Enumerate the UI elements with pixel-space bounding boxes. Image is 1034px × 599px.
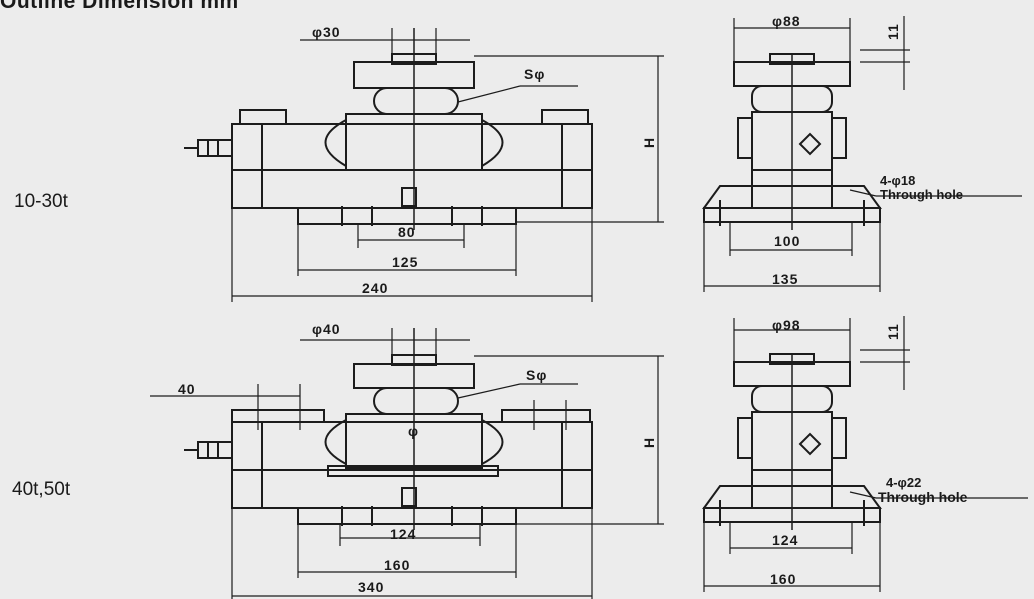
side-dim-135: 135 bbox=[772, 271, 799, 287]
sensor-body bbox=[231, 123, 593, 209]
front-view-bottom bbox=[150, 328, 664, 599]
cable-connector bbox=[197, 139, 233, 157]
top-dia-label-2: φ40 bbox=[312, 321, 341, 337]
side-top-dia-label-2: φ98 bbox=[772, 317, 801, 333]
hole-spec-label-2: 4-φ22 bbox=[886, 475, 922, 490]
side-thickness-label: 11 bbox=[885, 23, 901, 40]
rocker-sphere bbox=[373, 87, 459, 115]
side-base-plate bbox=[703, 207, 881, 223]
sphere-label: Sφ bbox=[524, 66, 546, 82]
center-mark-label: φ bbox=[408, 423, 420, 439]
hole-spec-label: 4-φ18 bbox=[880, 173, 916, 188]
dim-80: 80 bbox=[398, 224, 416, 240]
left-bulge bbox=[324, 119, 347, 167]
side-view-top bbox=[702, 16, 1022, 292]
drawing-title: Outline Dimension mm bbox=[0, 0, 239, 13]
side-dim-100: 100 bbox=[774, 233, 801, 249]
dim-160: 160 bbox=[384, 557, 411, 573]
hole-note-label: Through hole bbox=[880, 187, 964, 202]
dim-340: 340 bbox=[358, 579, 385, 595]
range-label-bottom: 40t,50t bbox=[12, 479, 71, 500]
hole-note-label-2: Through hole bbox=[878, 489, 968, 505]
front-view-top bbox=[184, 28, 664, 302]
dim-125: 125 bbox=[392, 254, 419, 270]
offset-40-label: 40 bbox=[178, 381, 196, 397]
left-lug bbox=[239, 109, 287, 125]
range-label-top: 10-30t bbox=[14, 191, 68, 212]
right-bulge bbox=[481, 119, 504, 167]
height-label-2: H bbox=[641, 436, 657, 448]
dim-240: 240 bbox=[362, 280, 389, 296]
dim-124: 124 bbox=[390, 526, 417, 542]
top-dia-label: φ30 bbox=[312, 24, 341, 40]
side-thickness-label-2: 11 bbox=[885, 323, 901, 340]
center-pin bbox=[401, 187, 417, 207]
right-lug bbox=[541, 109, 589, 125]
sphere-label-2: Sφ bbox=[526, 367, 548, 383]
side-dim-124: 124 bbox=[772, 532, 799, 548]
height-label: H bbox=[641, 136, 657, 148]
side-top-dia-label: φ88 bbox=[772, 13, 801, 29]
side-dim-160: 160 bbox=[770, 571, 797, 587]
base-plate bbox=[297, 207, 517, 225]
side-view-bottom bbox=[702, 316, 1028, 592]
